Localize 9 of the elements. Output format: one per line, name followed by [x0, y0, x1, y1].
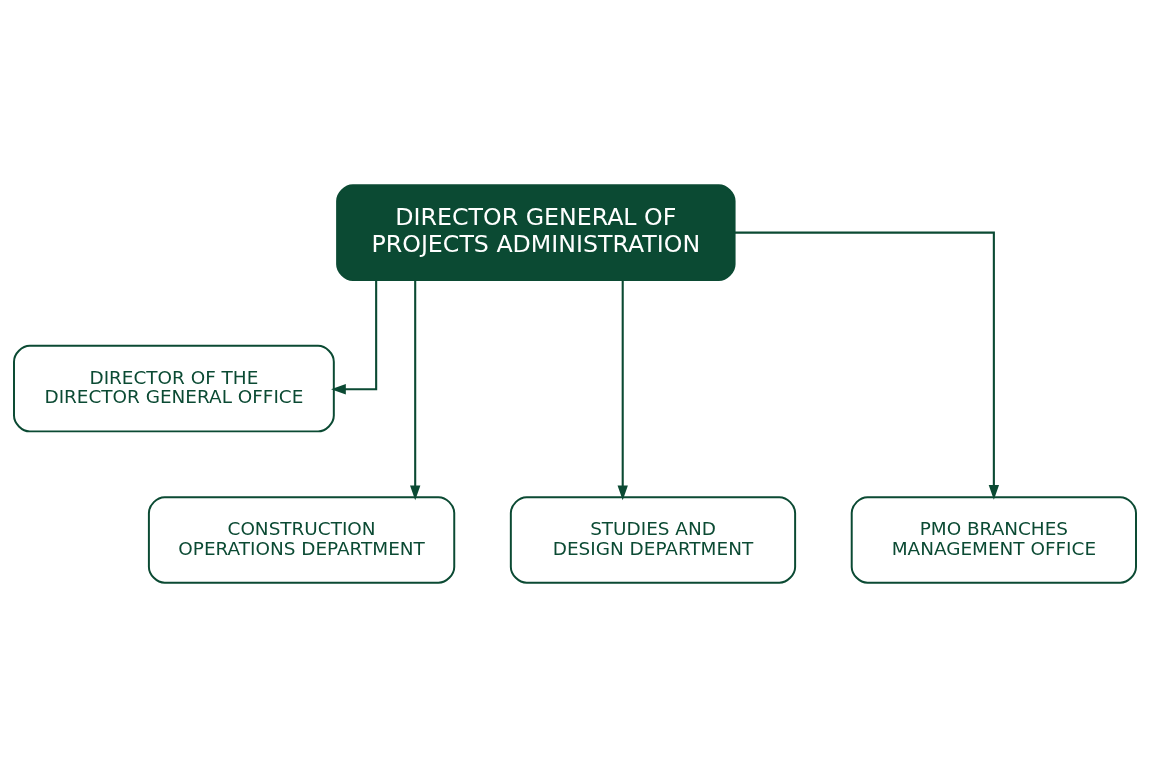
arrow — [410, 279, 421, 500]
arrow — [734, 231, 1000, 500]
node-box: CONSTRUCTION OPERATIONS DEPARTMENT — [147, 495, 456, 584]
node-box: PMO BRANCHES MANAGEMENT OFFICE — [850, 495, 1137, 584]
arrow — [617, 279, 628, 500]
node-box: DIRECTOR GENERAL OF PROJECTS ADMINISTRATION — [336, 183, 736, 281]
node-box: DIRECTOR OF THE DIRECTOR GENERAL OFFICE — [13, 344, 335, 432]
node-box: STUDIES AND DESIGN DEPARTMENT — [509, 495, 797, 584]
arrow — [331, 279, 378, 394]
